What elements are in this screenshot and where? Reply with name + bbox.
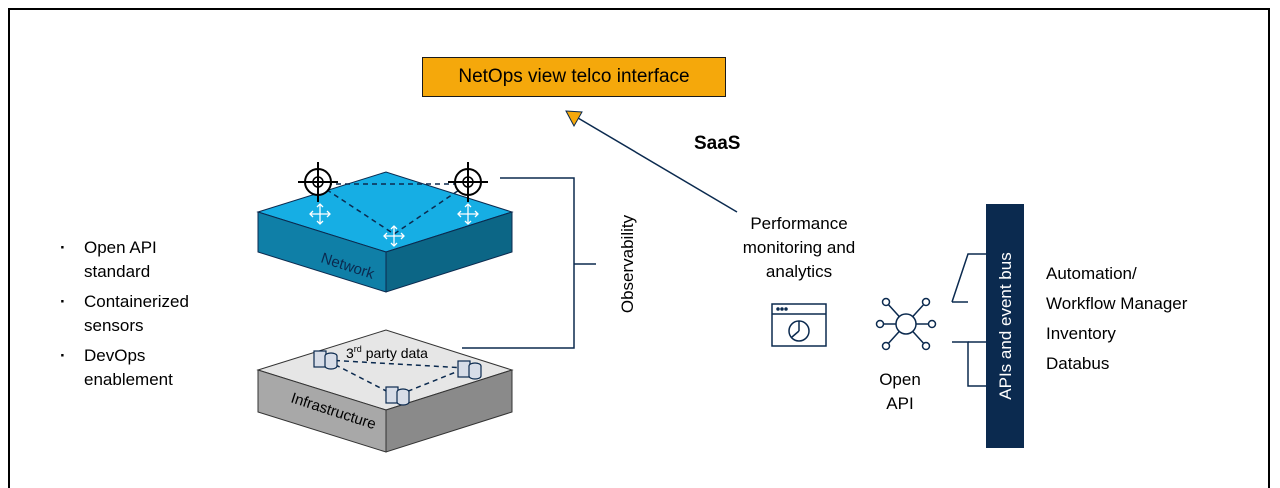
infrastructure-layer: Infrastructure 3rd party data <box>256 329 514 453</box>
feature-list: Open API standard Containerized sensors De… <box>60 236 284 398</box>
arrows-icon <box>383 225 405 247</box>
feature-line: Containerized <box>84 292 189 311</box>
open-api-line: Open <box>879 370 921 389</box>
performance-line: analytics <box>765 262 833 281</box>
feature-line: enablement <box>84 370 173 389</box>
performance-label: Performance monitoring and analytics <box>724 212 874 284</box>
feature-item: Open API standard <box>60 236 284 284</box>
arrows-icon <box>457 203 479 225</box>
feature-line: sensors <box>84 316 144 335</box>
crosshair-icon <box>448 162 488 202</box>
feature-line: DevOps <box>84 346 146 365</box>
netops-label: NetOps view telco interface <box>458 66 690 87</box>
observability-bracket <box>462 177 596 349</box>
service-item: Databus <box>1046 352 1187 376</box>
feature-line: Open API <box>84 238 157 257</box>
database-icon <box>385 386 410 406</box>
hub-icon <box>875 297 937 351</box>
performance-line: Performance <box>750 214 848 233</box>
feature-item: Containerized sensors <box>60 290 284 338</box>
service-line: Automation/ <box>1046 264 1137 283</box>
feature-line: standard <box>84 262 151 281</box>
third-party-label: 3rd party data <box>346 344 428 361</box>
api-event-bus <box>986 204 1024 448</box>
service-item: Automation/Workflow Manager <box>1046 262 1187 316</box>
open-api-label: Open API <box>870 368 930 416</box>
crosshair-icon <box>298 162 338 202</box>
arrows-icon <box>309 203 331 225</box>
diagram-frame <box>8 8 1270 488</box>
dashboard-icon <box>771 303 827 347</box>
service-item: Inventory <box>1046 322 1187 346</box>
performance-line: monitoring and <box>742 238 856 257</box>
feature-item: DevOps enablement <box>60 344 284 392</box>
database-icon <box>457 360 482 380</box>
bus-brackets <box>951 253 986 387</box>
database-icon <box>313 350 338 370</box>
service-line: Databus <box>1046 354 1110 373</box>
saas-label: SaaS <box>694 133 741 154</box>
api-bus-label: APIs and event bus <box>996 252 1015 400</box>
network-layer: Network <box>256 171 514 293</box>
saas-arrow <box>565 110 738 213</box>
service-list: Automation/Workflow Manager Inventory Da… <box>1046 262 1187 382</box>
observability-label: Observability <box>618 214 637 314</box>
service-line: Workflow Manager <box>1046 294 1188 313</box>
netops-box: NetOps view telco interface <box>422 57 726 97</box>
service-line: Inventory <box>1046 324 1116 343</box>
open-api-line: API <box>886 394 914 413</box>
